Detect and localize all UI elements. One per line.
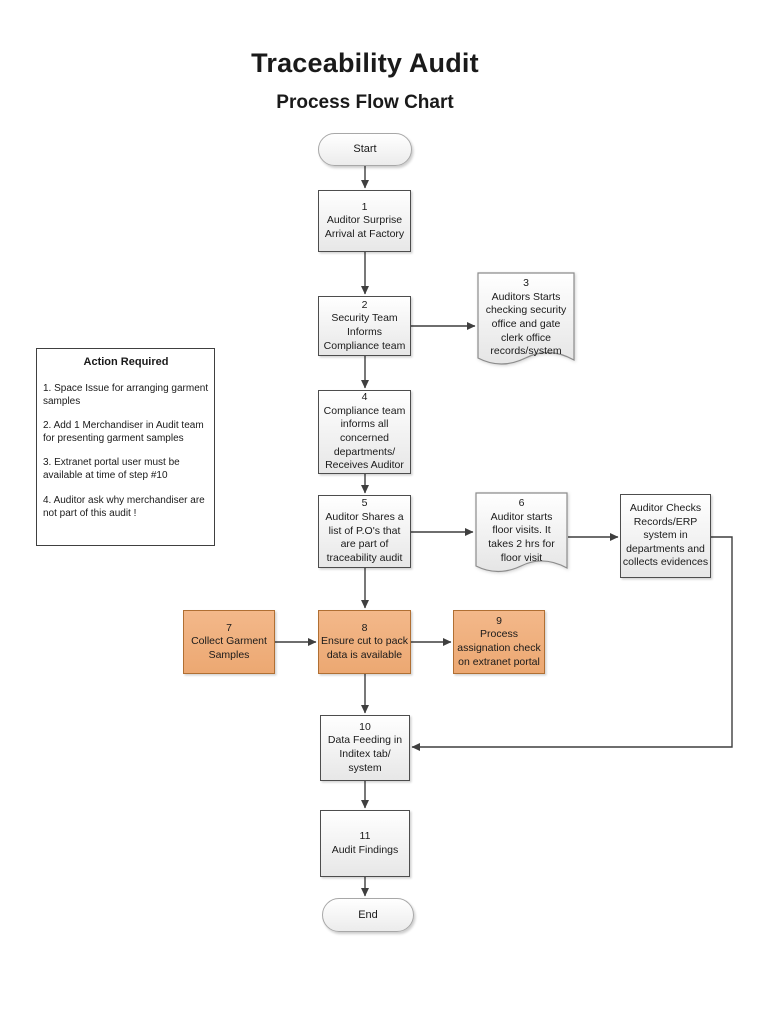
node-step-5-text: Auditor Shares a list of P.O's that are … [325,511,404,564]
terminal-start-label: Start [353,143,377,156]
node-auditor-checks: Auditor Checks Records/ERP system in dep… [620,494,711,578]
node-step-2-number: 2 [361,298,368,311]
terminal-end-label: End [358,908,378,921]
page-subtitle: Process Flow Chart [276,92,454,113]
node-step-4: 4 Compliance team informs all concerned … [318,390,411,474]
page-title: Traceability Audit [251,48,479,78]
node-step-1-text: Auditor Surprise Arrival at Factory [324,214,405,240]
terminal-start: Start [318,133,412,166]
node-step-7-number: 7 [226,621,232,634]
node-step-3-number: 3 [523,277,529,289]
node-step-11: 11 Audit Findings [320,810,410,877]
node-step-6-document: 6 Auditor starts floor visits. It takes … [475,492,568,584]
node-step-11-text: Audit Findings [331,843,399,856]
action-item-1: 1. Space Issue for arranging garment sam… [43,382,209,407]
node-step-2-text: Security Team Informs Compliance team [323,312,406,352]
action-item-4: 4. Auditor ask why merchandiser are not … [43,494,205,519]
node-step-9: 9 Process assignation check on extranet … [453,610,545,674]
node-step-6-text: Auditor starts floor visits. It takes 2 … [488,510,555,564]
node-step-3-document: 3 Auditors Starts checking security offi… [477,272,575,376]
node-step-4-number: 4 [361,391,368,404]
node-step-10: 10 Data Feeding in Inditex tab/ system [320,715,410,781]
node-step-9-number: 9 [496,614,502,627]
node-step-11-number: 11 [359,829,371,842]
node-step-1-number: 1 [361,200,368,213]
node-step-7: 7 Collect Garment Samples [183,610,275,674]
action-required-note: Action Required 1. Space Issue for arran… [36,348,215,546]
node-step-10-text: Data Feeding in Inditex tab/ system [327,734,403,774]
node-step-4-text: Compliance team informs all concerned de… [323,404,406,472]
node-auditor-checks-text: Auditor Checks Records/ERP system in dep… [622,501,709,569]
action-item-2: 2. Add 1 Merchandiser in Audit team for … [43,419,204,445]
node-step-5-number: 5 [361,497,368,510]
node-step-6-number: 6 [518,497,525,509]
node-step-3-text: Auditors Starts checking security office… [485,290,567,358]
node-step-7-text: Collect Garment Samples [191,635,267,661]
action-required-title: Action Required [83,356,169,368]
node-step-8-text: Ensure cut to pack data is available [321,635,408,661]
node-step-2: 2 Security Team Informs Compliance team [318,296,411,356]
node-step-10-number: 10 [359,720,371,733]
node-step-5: 5 Auditor Shares a list of P.O's that ar… [318,495,411,568]
document-shape-icon [475,492,568,573]
node-step-8-number: 8 [361,621,368,634]
action-item-3: 3. Extranet portal user must be availabl… [43,457,180,482]
document-shape-icon [477,272,575,365]
terminal-end: End [322,898,414,932]
node-step-8: 8 Ensure cut to pack data is available [318,610,411,674]
node-step-9-text: Process assignation check on extranet po… [457,628,541,668]
node-step-1: 1 Auditor Surprise Arrival at Factory [318,190,411,252]
